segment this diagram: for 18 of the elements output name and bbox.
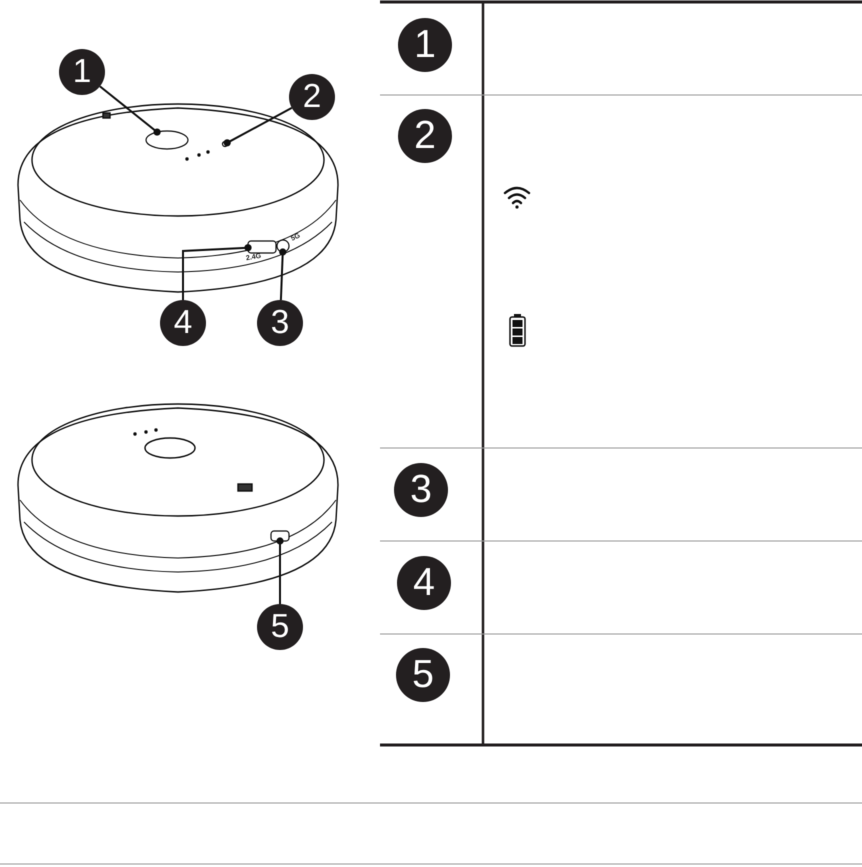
callout-number: 4 — [160, 300, 206, 346]
leader-line — [224, 107, 292, 146]
callout-number: 1 — [59, 49, 105, 95]
callout-number: 2 — [398, 109, 452, 163]
slot — [247, 240, 277, 254]
leader-line — [182, 244, 252, 300]
port — [270, 530, 290, 542]
leader-line — [279, 248, 286, 300]
leader-line — [276, 537, 284, 604]
callout-number: 5 — [257, 604, 303, 650]
leader-line — [99, 86, 161, 136]
callout-number: 1 — [398, 18, 452, 72]
callout-number: 2 — [289, 74, 335, 120]
callout-number: 3 — [257, 300, 303, 346]
callout-number: 5 — [396, 648, 450, 702]
callout-number: 4 — [397, 556, 451, 610]
power-button — [145, 130, 189, 150]
callout-number: 3 — [394, 463, 448, 517]
